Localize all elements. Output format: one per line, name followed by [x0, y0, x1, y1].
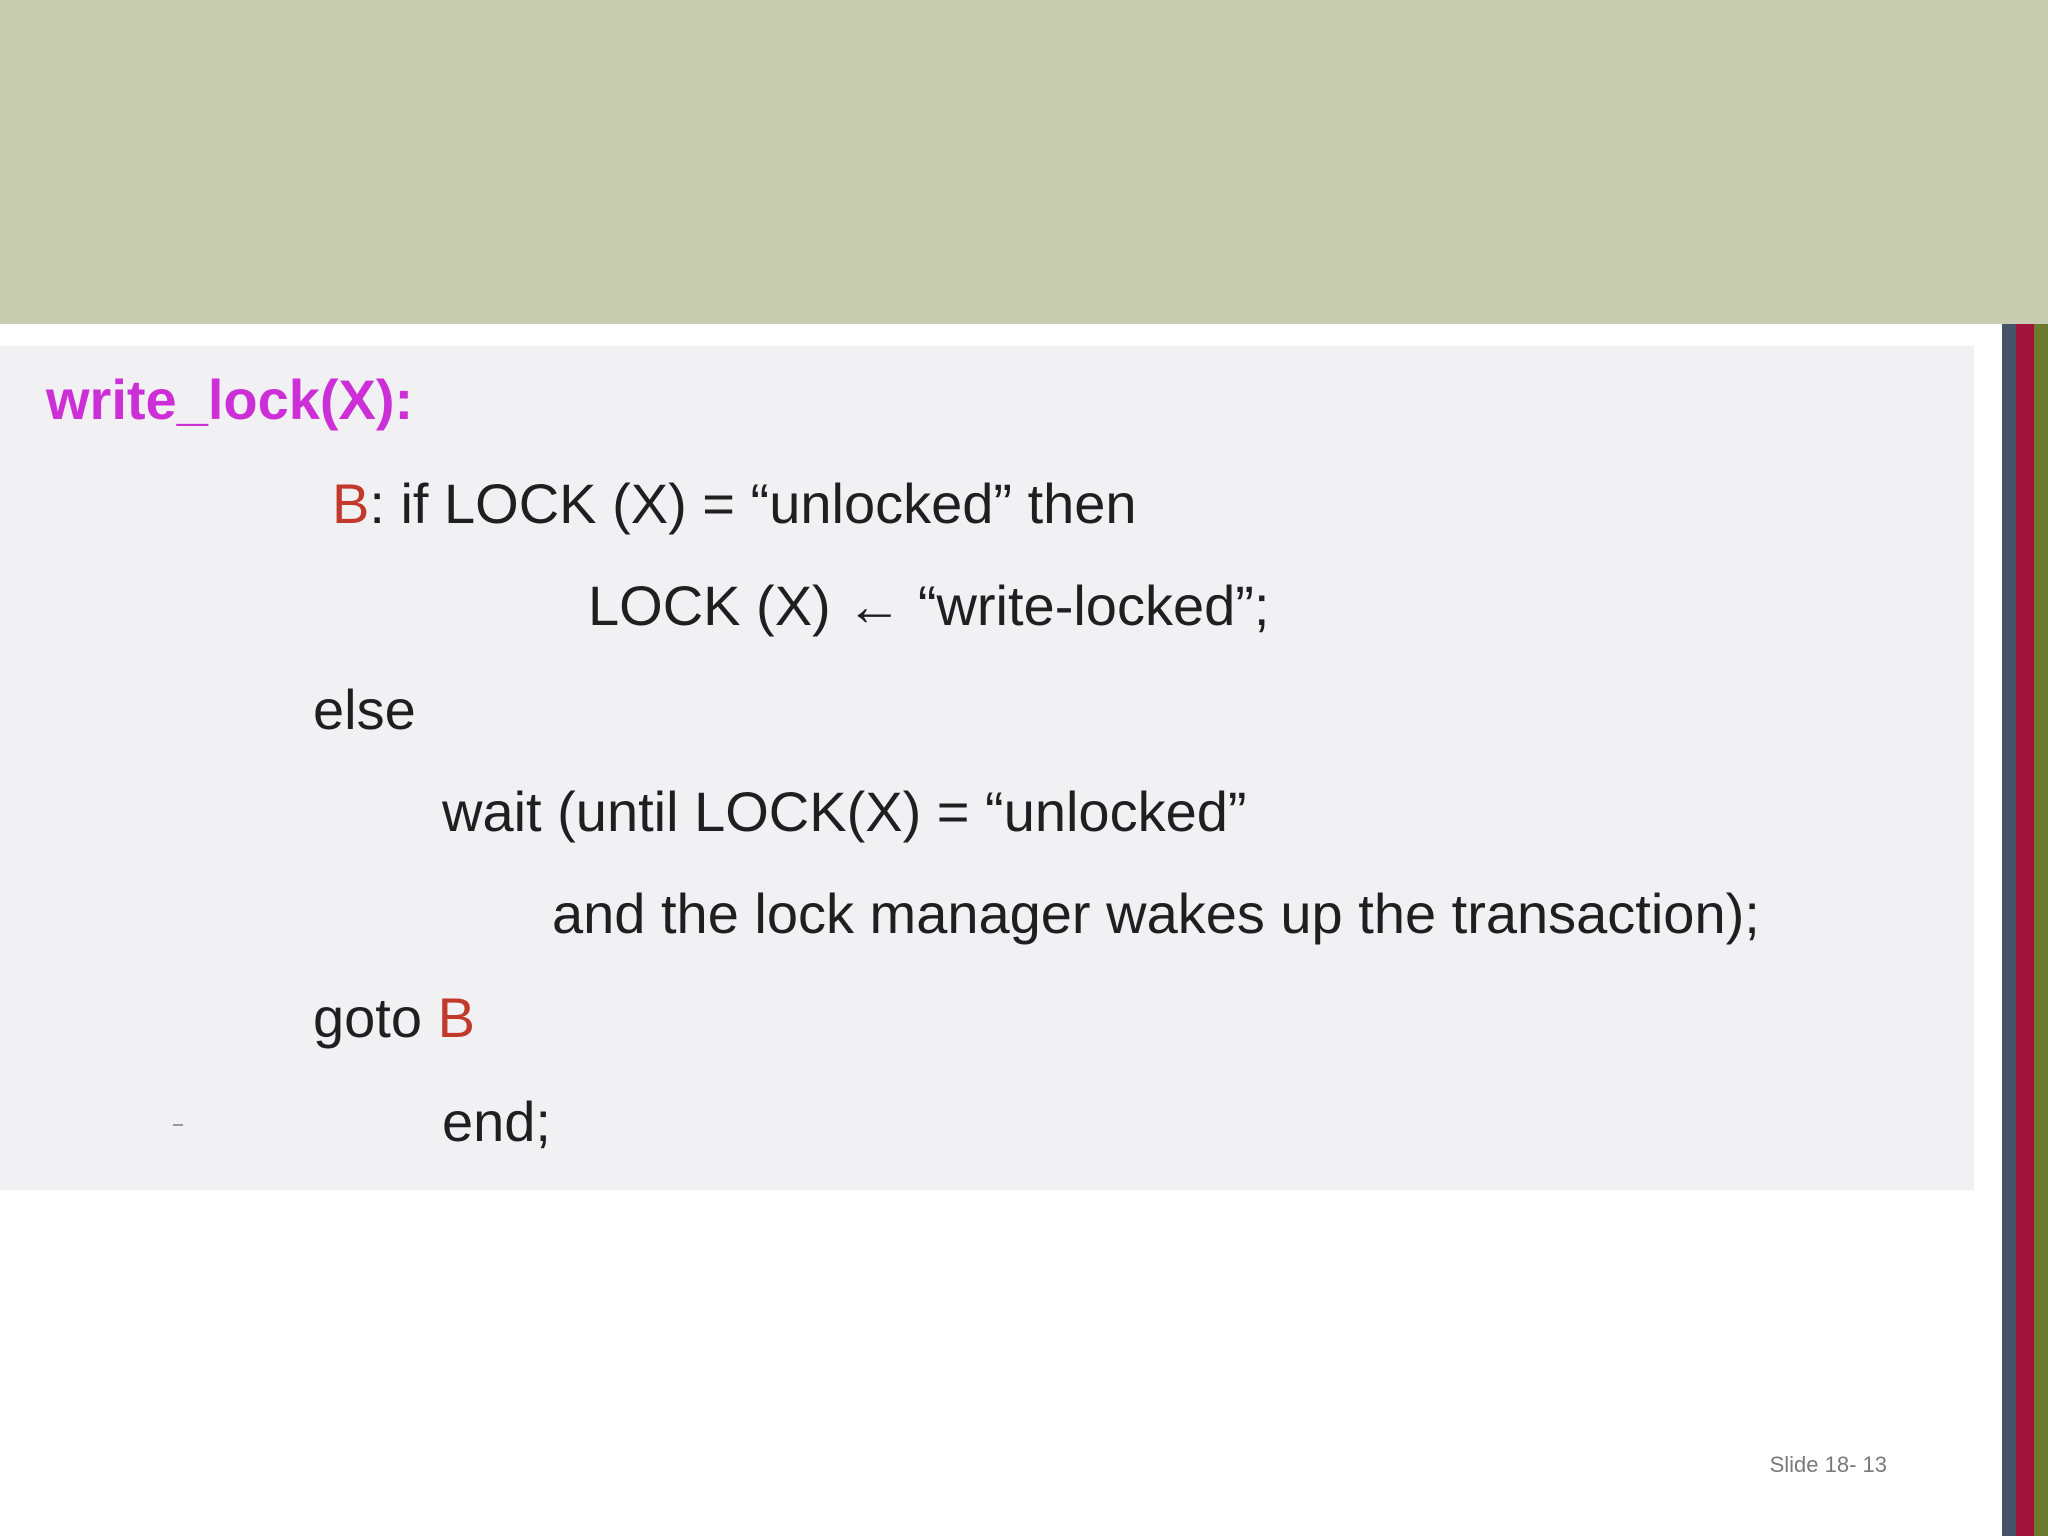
- code-line-assign: LOCK (X) ← “write-locked”;: [588, 574, 1270, 637]
- code-image-panel: write_lock(X): B: if LOCK (X) = “unlocke…: [0, 346, 1974, 1190]
- stripe-crimson: [2016, 324, 2034, 1536]
- code-line-else: else: [313, 678, 416, 741]
- code-title: write_lock(X):: [46, 368, 414, 431]
- code-line-goto-text: goto: [313, 986, 438, 1049]
- code-line-if-text: : if LOCK (X) = “unlocked” then: [369, 472, 1137, 535]
- slide-number: Slide 18- 13: [1769, 1452, 1887, 1477]
- header-band: [0, 0, 2048, 324]
- code-line-goto: goto B: [313, 990, 475, 1046]
- code-line-wait: wait (until LOCK(X) = “unlocked”: [442, 780, 1247, 843]
- label-b-goto: B: [437, 986, 475, 1049]
- stripe-olive: [2034, 324, 2048, 1536]
- label-b: B: [332, 472, 370, 535]
- code-line-if: B: if LOCK (X) = “unlocked” then: [332, 476, 1137, 532]
- stray-mark: [173, 1124, 183, 1126]
- decorative-side-stripes: [2002, 324, 2048, 1536]
- code-line-wakeup: and the lock manager wakes up the transa…: [552, 882, 1760, 945]
- stripe-navy: [2002, 324, 2016, 1536]
- code-line-end: end;: [442, 1090, 551, 1153]
